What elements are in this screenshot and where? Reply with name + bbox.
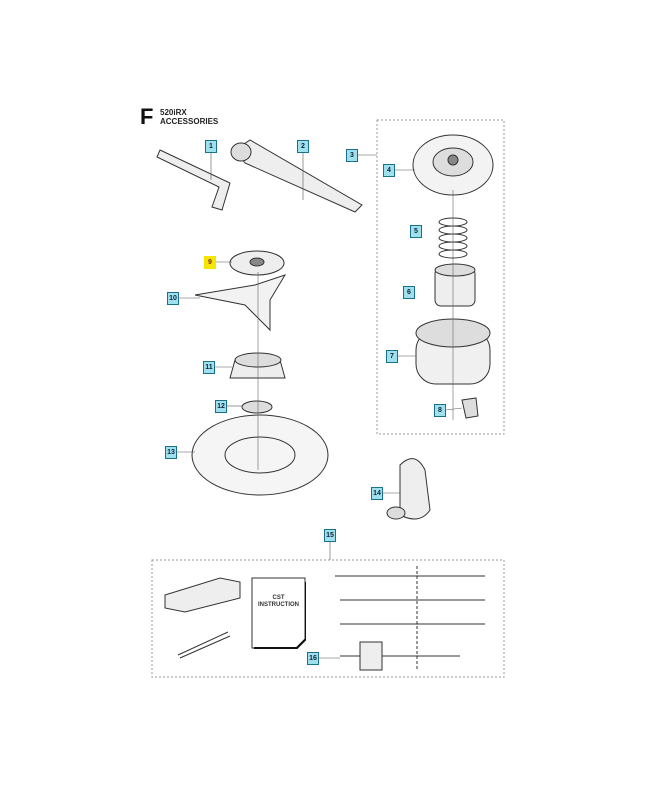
callout-8[interactable]: 8	[434, 404, 446, 417]
blade-guard	[191, 414, 329, 496]
callout-15[interactable]: 15	[324, 529, 336, 542]
callout-10[interactable]: 10	[167, 292, 179, 305]
doc-title: CST	[272, 595, 285, 601]
harness	[399, 458, 431, 520]
kit-group-box	[151, 559, 505, 678]
callout-1[interactable]: 1	[205, 140, 217, 153]
callout-14[interactable]: 14	[371, 487, 383, 500]
callout-13[interactable]: 13	[165, 446, 177, 459]
page-title: ACCESSORIES	[160, 117, 219, 126]
section-letter: F	[140, 104, 154, 129]
trimmer-head-group-box	[376, 119, 505, 435]
tweezers	[177, 631, 231, 659]
callout-2[interactable]: 2	[297, 140, 309, 153]
callout-12[interactable]: 12	[215, 400, 227, 413]
section-title: 520iRX ACCESSORIES	[160, 108, 218, 126]
grass-blade	[194, 274, 287, 332]
model-name: 520iRX	[160, 108, 187, 117]
eyelet	[461, 397, 479, 419]
callout-16[interactable]: 16	[307, 652, 319, 665]
instruction-label: CST INSTRUCTION	[251, 595, 306, 609]
nut	[241, 400, 273, 414]
callout-4[interactable]: 4	[383, 164, 395, 177]
connector	[359, 641, 383, 671]
callout-5[interactable]: 5	[410, 225, 422, 238]
instruction-document	[251, 577, 306, 649]
doc-subtitle: INSTRUCTION	[258, 602, 299, 608]
cables	[335, 566, 485, 670]
callout-7[interactable]: 7	[386, 350, 398, 363]
hex-key	[156, 149, 231, 211]
callout-6[interactable]: 6	[403, 286, 415, 299]
callout-9[interactable]: 9	[204, 256, 216, 269]
callout-11[interactable]: 11	[203, 361, 215, 374]
battery-pack	[164, 577, 241, 613]
callout-3[interactable]: 3	[346, 149, 358, 162]
